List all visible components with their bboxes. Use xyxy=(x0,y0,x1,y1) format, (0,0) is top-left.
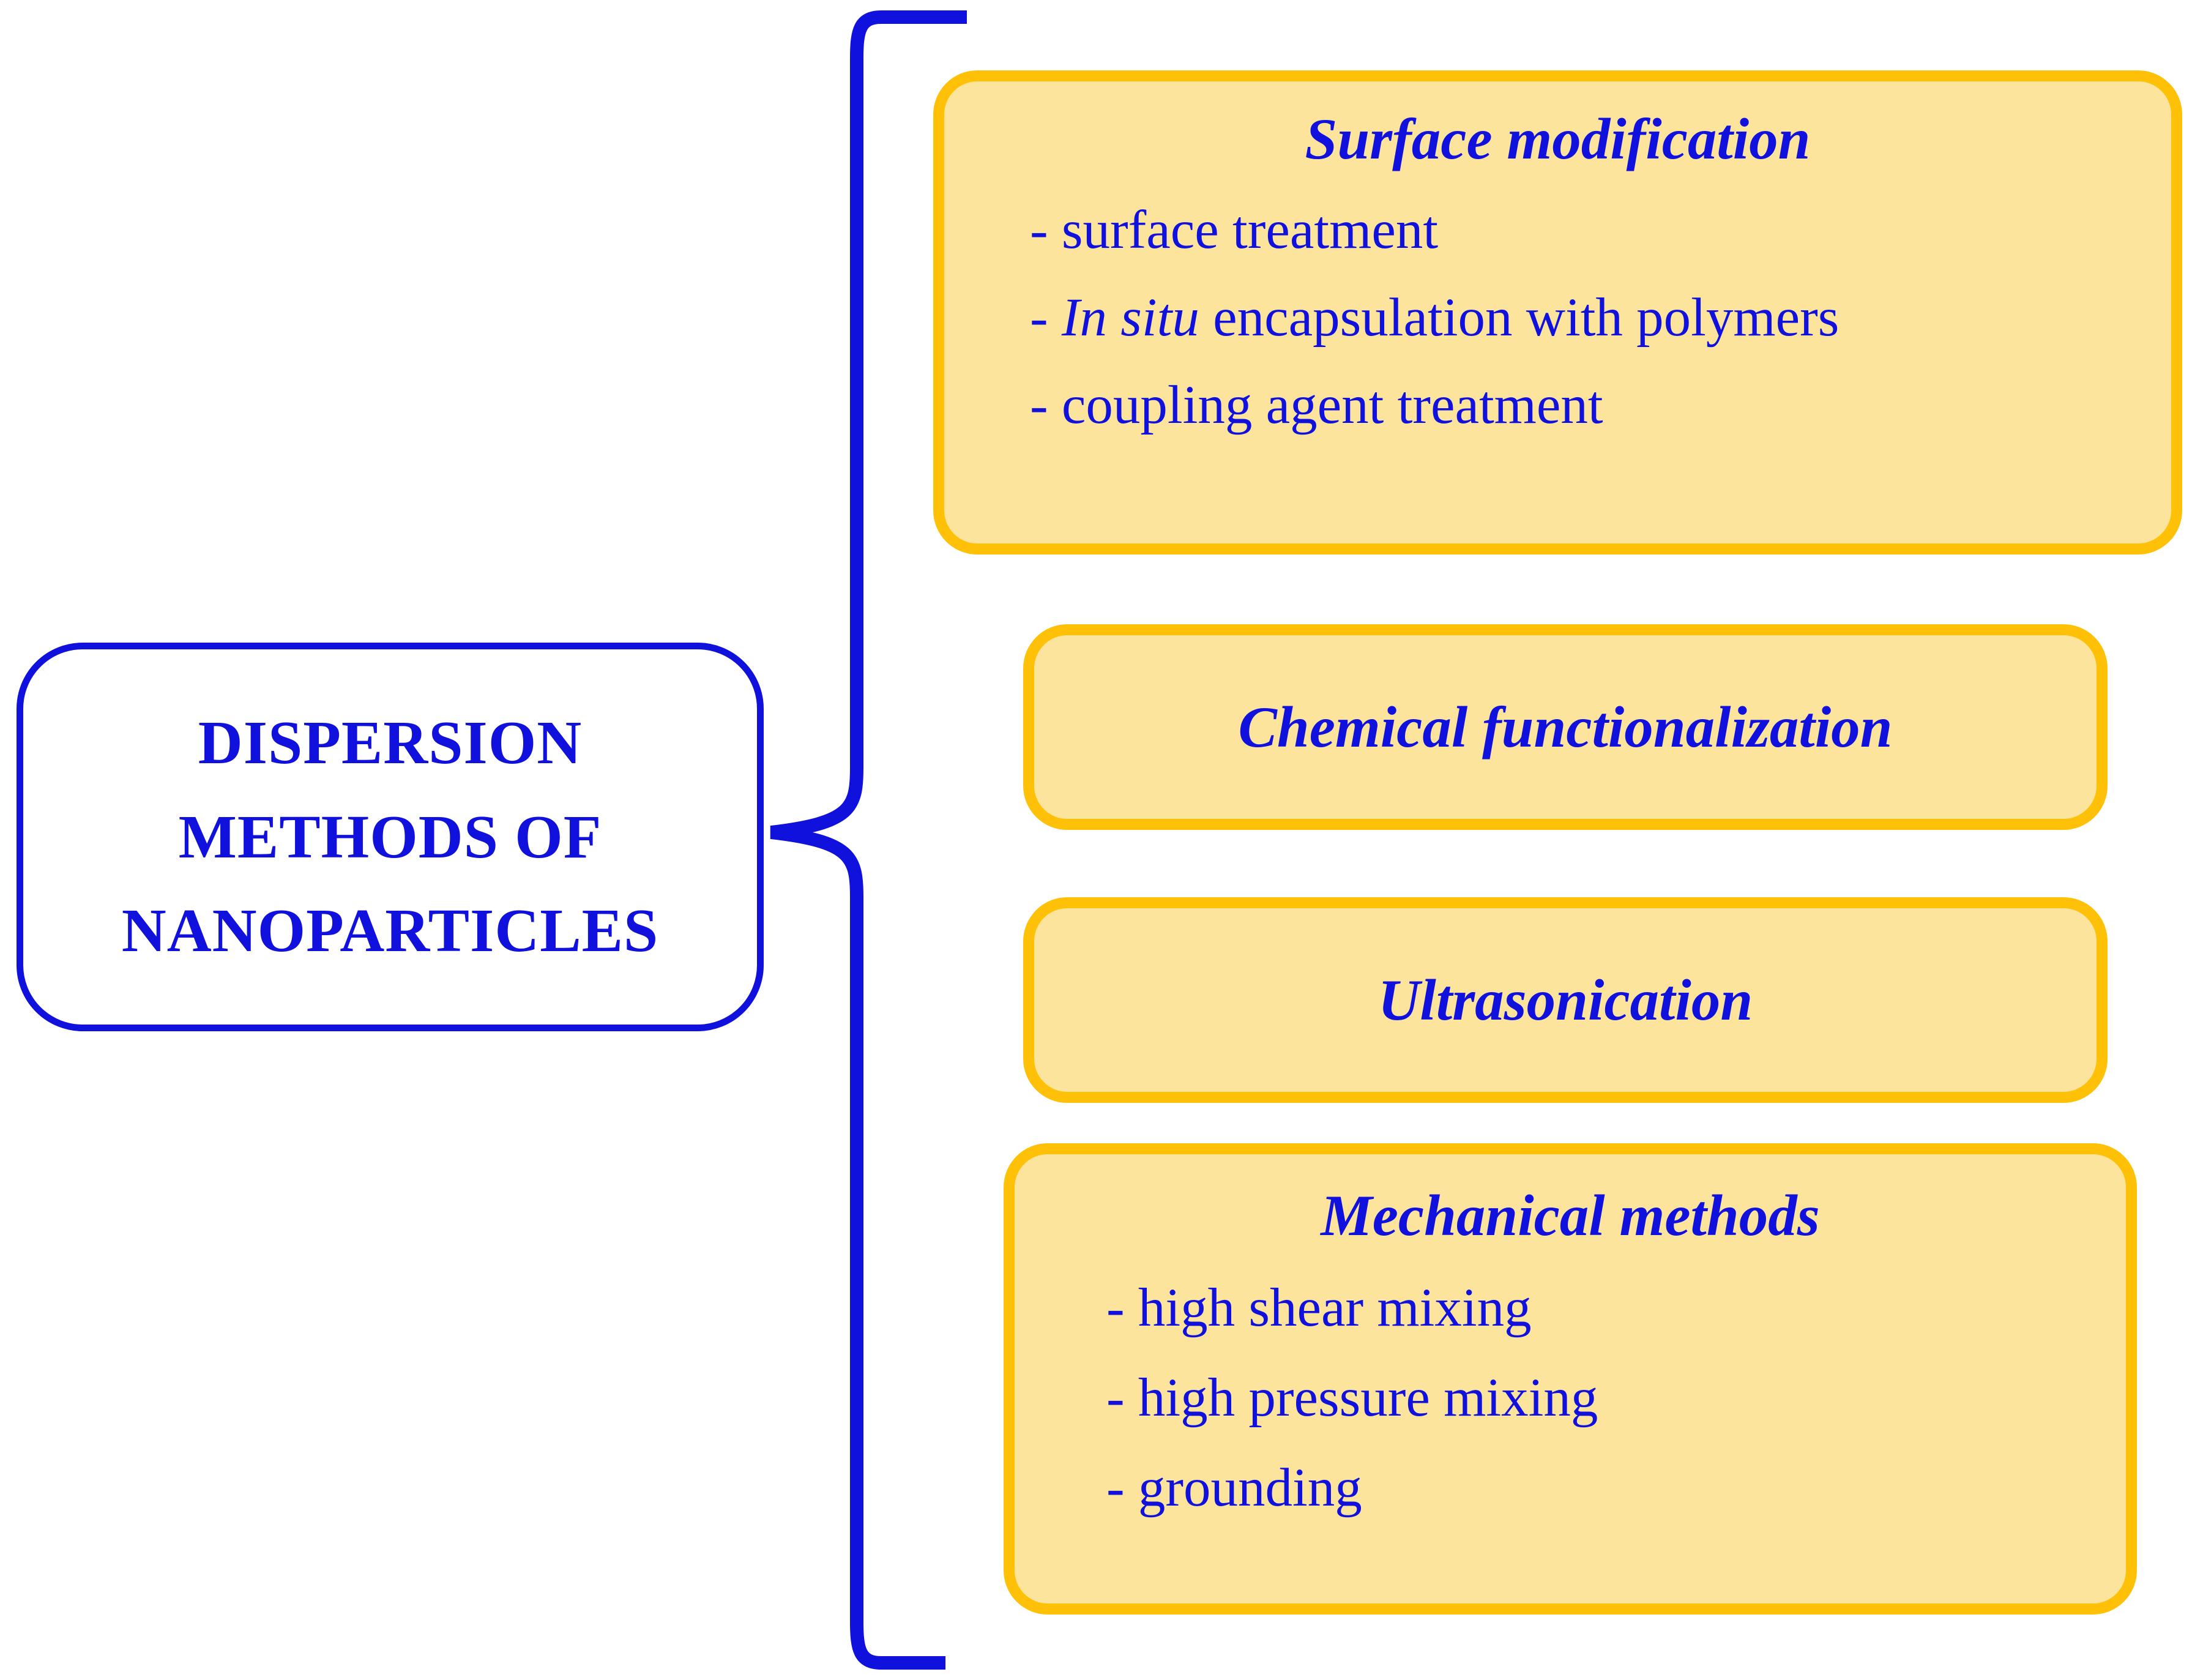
bullet-dash: - xyxy=(1106,1277,1125,1338)
list-item: - coupling agent treatment xyxy=(1030,373,2171,438)
list-item: - grounding xyxy=(1106,1456,2126,1520)
bullet-dash: - xyxy=(1030,287,1048,348)
list-item: - high shear mixing xyxy=(1106,1276,2126,1340)
branch-title-surface-modification: Surface modification xyxy=(1305,106,1811,171)
bullet-dash: - xyxy=(1030,200,1048,260)
list-item-label: high pressure mixing xyxy=(1138,1367,1598,1428)
branch-card-ultrasonication[interactable]: Ultrasonication xyxy=(1023,897,2108,1103)
branch-card-surface-modification[interactable]: Surface modification - surface treatment… xyxy=(933,70,2182,554)
curly-brace-connector xyxy=(770,10,967,1670)
branch-title-ultrasonication: Ultrasonication xyxy=(1377,967,1753,1032)
list-item: - surface treatment xyxy=(1030,198,2171,263)
root-node-line-1: DISPERSION xyxy=(198,708,583,777)
branch-title-chemical-functionalization: Chemical functionalization xyxy=(1238,694,1893,760)
list-item-label: grounding xyxy=(1138,1457,1362,1518)
branch-item-list-mechanical-methods: - high shear mixing - high pressure mixi… xyxy=(1106,1276,2126,1520)
bullet-dash: - xyxy=(1106,1367,1125,1428)
branch-title-mechanical-methods: Mechanical methods xyxy=(1321,1183,1820,1248)
list-item-label: surface treatment xyxy=(1061,200,1439,260)
list-item: - In situ encapsulation with polymers xyxy=(1030,286,2171,350)
branch-card-chemical-functionalization[interactable]: Chemical functionalization xyxy=(1023,624,2108,830)
list-item: - high pressure mixing xyxy=(1106,1366,2126,1430)
list-item-label: encapsulation with polymers xyxy=(1213,287,1840,348)
list-item-italic-lead: In situ xyxy=(1061,287,1199,348)
root-node-line-2: METHODS OF xyxy=(178,802,602,871)
root-node-dispersion-methods[interactable]: DISPERSION METHODS OF NANOPARTICLES xyxy=(17,643,764,1031)
branch-card-mechanical-methods[interactable]: Mechanical methods - high shear mixing -… xyxy=(1004,1143,2137,1615)
root-node-line-3: NANOPARTICLES xyxy=(121,896,659,965)
list-item-label: coupling agent treatment xyxy=(1061,375,1603,435)
bullet-dash: - xyxy=(1106,1457,1125,1518)
bullet-dash: - xyxy=(1030,375,1048,435)
list-item-label: high shear mixing xyxy=(1138,1277,1532,1338)
branch-item-list-surface-modification: - surface treatment - In situ encapsulat… xyxy=(1030,198,2171,438)
